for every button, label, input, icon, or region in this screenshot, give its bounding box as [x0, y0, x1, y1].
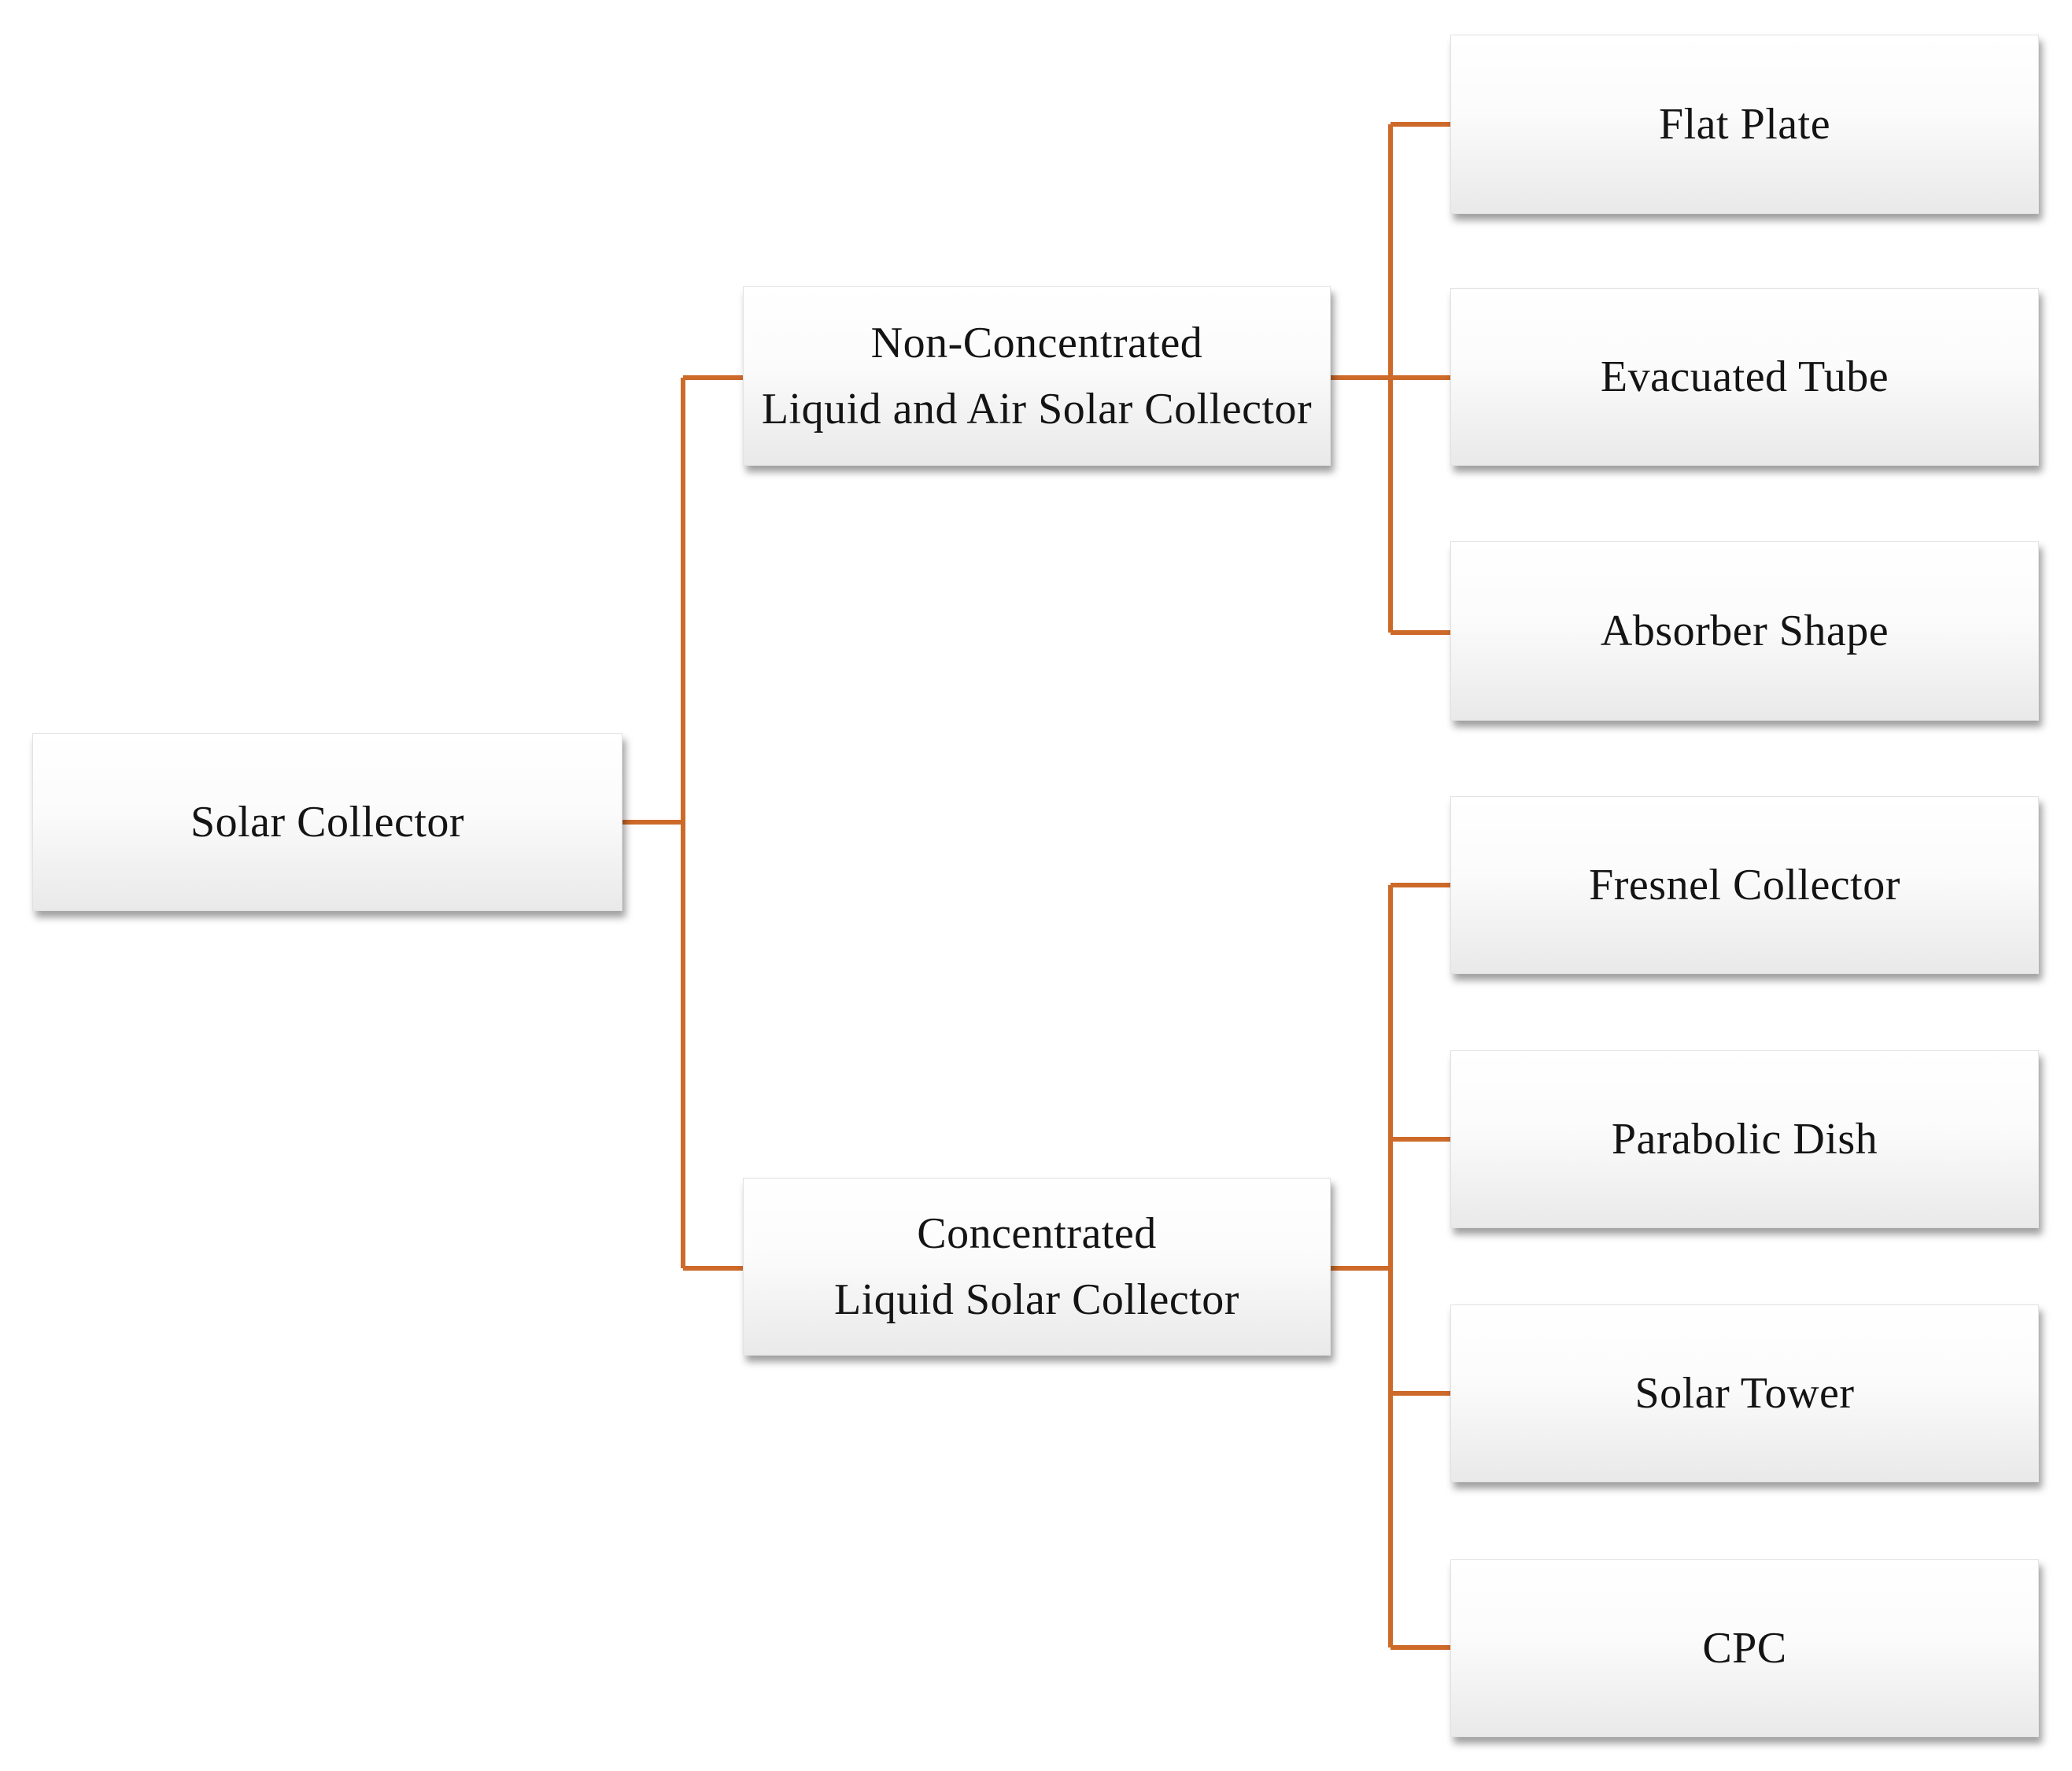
node-flat-plate: Flat Plate: [1450, 35, 2039, 214]
node-label: Flat Plate: [1658, 100, 1831, 149]
node-label: Evacuated Tube: [1600, 352, 1889, 401]
node-cpc: CPC: [1450, 1559, 2039, 1737]
node-label-line-2: Liquid and Air Solar Collector: [761, 385, 1313, 434]
node-label: CPC: [1702, 1624, 1787, 1673]
node-label: Solar Collector: [190, 798, 465, 847]
node-non-concentrated-collector: Non-Concentrated Liquid and Air Solar Co…: [743, 286, 1331, 466]
node-label: Fresnel Collector: [1589, 861, 1900, 909]
node-label: Non-Concentrated Liquid and Air Solar Co…: [762, 310, 1312, 442]
node-label: Concentrated Liquid Solar Collector: [834, 1201, 1239, 1333]
node-concentrated-collector: Concentrated Liquid Solar Collector: [743, 1178, 1331, 1356]
node-label-line-2: Liquid Solar Collector: [834, 1275, 1239, 1324]
node-fresnel-collector: Fresnel Collector: [1450, 796, 2039, 974]
node-label-line-1: Non-Concentrated: [870, 319, 1203, 367]
node-label-line-1: Concentrated: [917, 1209, 1157, 1258]
node-evacuated-tube: Evacuated Tube: [1450, 288, 2039, 466]
node-label: Solar Tower: [1634, 1369, 1855, 1418]
node-absorber-shape: Absorber Shape: [1450, 541, 2039, 721]
node-label: Absorber Shape: [1600, 607, 1889, 655]
node-solar-collector: Solar Collector: [32, 733, 622, 911]
node-solar-tower: Solar Tower: [1450, 1304, 2039, 1482]
node-label: Parabolic Dish: [1611, 1115, 1878, 1164]
node-parabolic-dish: Parabolic Dish: [1450, 1050, 2039, 1228]
